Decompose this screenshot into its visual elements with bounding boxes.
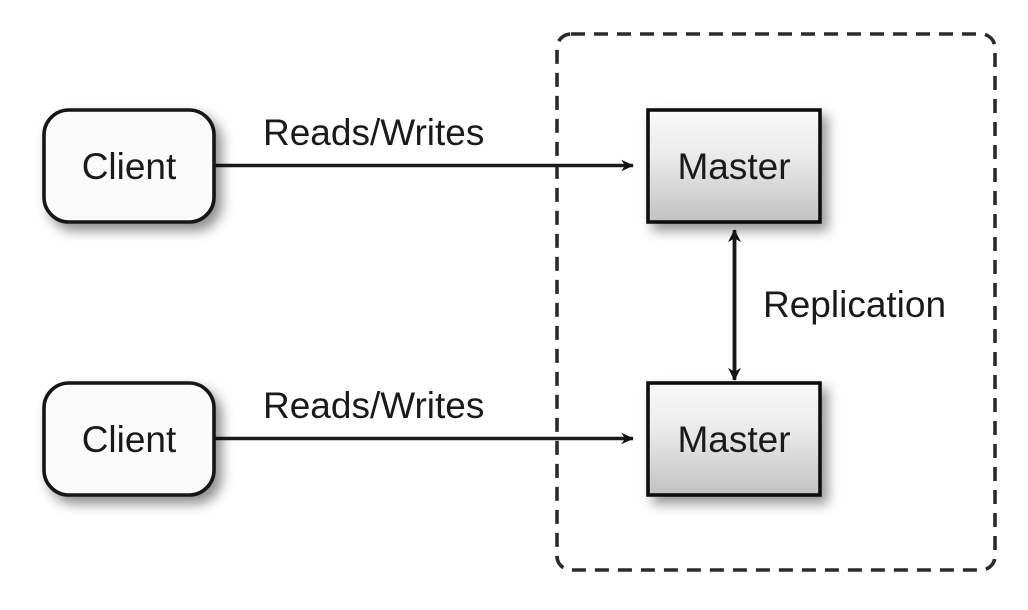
master-bottom-shape bbox=[646, 381, 822, 497]
client-bottom-shape bbox=[42, 381, 216, 497]
node-master-top[interactable]: Master bbox=[646, 108, 822, 224]
client-top-shape bbox=[42, 108, 216, 224]
node-client-bottom[interactable]: Client bbox=[42, 381, 216, 497]
edge-label-reads-writes-bottom: Reads/Writes bbox=[263, 385, 484, 426]
edge-label-replication: Replication bbox=[763, 284, 946, 325]
client-top-label: Client bbox=[82, 146, 177, 187]
client-bottom-label: Client bbox=[82, 419, 177, 460]
master-top-label: Master bbox=[677, 146, 790, 187]
master-top-shape bbox=[646, 108, 822, 224]
master-bottom-label: Master bbox=[677, 419, 790, 460]
node-client-top[interactable]: Client bbox=[42, 108, 216, 224]
edge-label-reads-writes-top: Reads/Writes bbox=[263, 112, 484, 153]
node-master-bottom[interactable]: Master bbox=[646, 381, 822, 497]
